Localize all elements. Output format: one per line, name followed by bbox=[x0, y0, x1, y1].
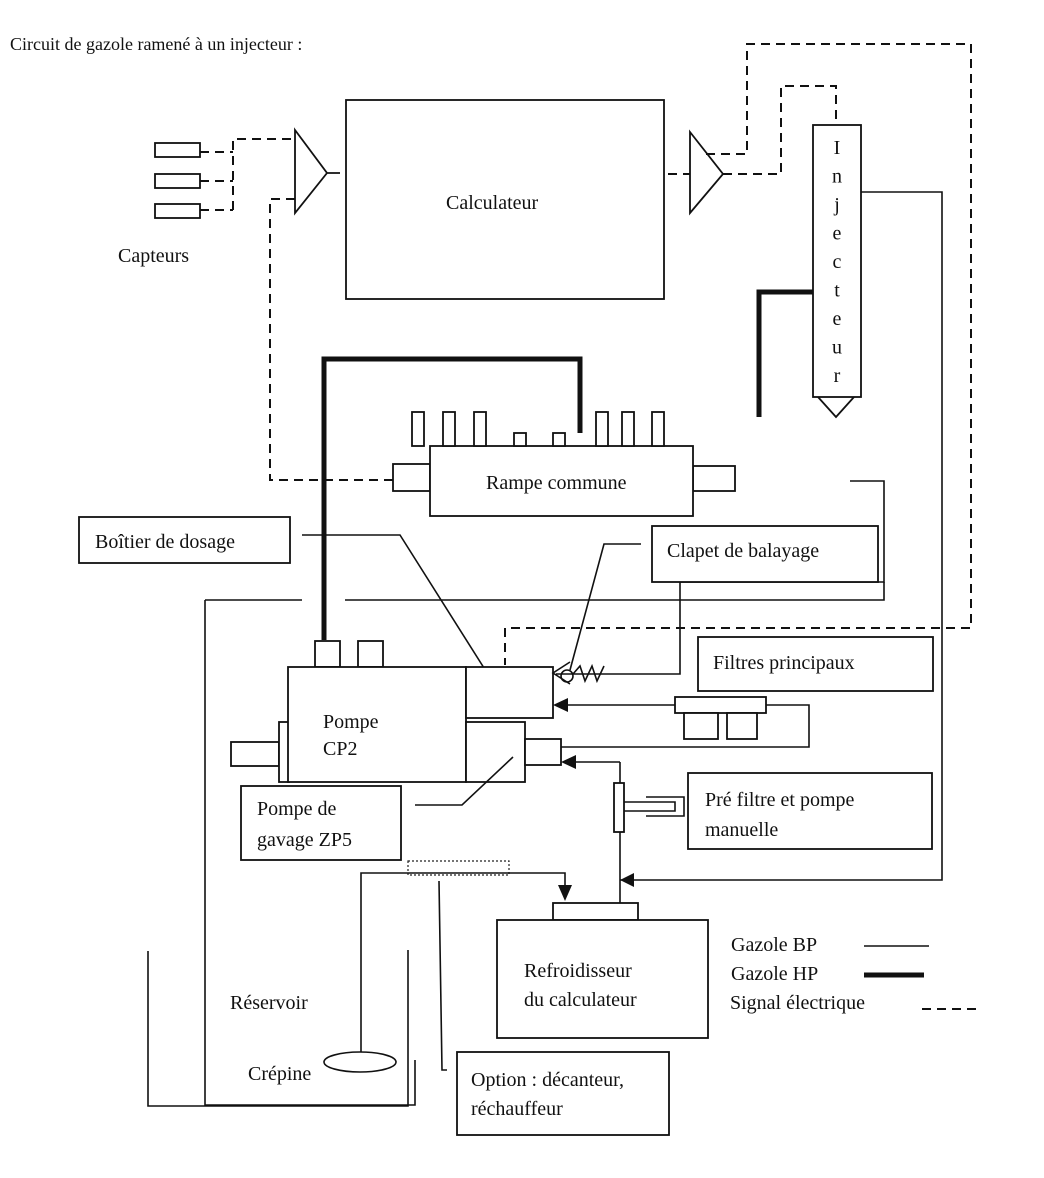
cooler-label-line1: Refroidisseur bbox=[524, 960, 632, 982]
injector-label-letter: c bbox=[833, 251, 842, 273]
ecu-label: Calculateur bbox=[446, 192, 539, 214]
feed-to-filter-line bbox=[561, 704, 810, 748]
scavenging-valve-label: Clapet de balayage bbox=[667, 540, 819, 562]
main-filter-head bbox=[674, 696, 767, 714]
pump-label-line2: CP2 bbox=[323, 738, 357, 760]
input-amplifier-icon bbox=[294, 127, 340, 216]
injector-label-letter: e bbox=[833, 223, 842, 245]
metering-unit-leader-line bbox=[302, 534, 497, 688]
pump-port bbox=[357, 640, 384, 668]
cooler-inlet bbox=[552, 902, 639, 921]
feed-pump-label-line2: gavage ZP5 bbox=[257, 829, 352, 851]
rail-pressure-sensor bbox=[552, 432, 566, 447]
prefilter-label-box bbox=[687, 772, 933, 850]
sensor-3 bbox=[154, 203, 201, 219]
legend-label-electric: Signal électrique bbox=[730, 992, 865, 1014]
hand-pump-icon bbox=[624, 796, 685, 817]
rail-outlet bbox=[411, 411, 425, 447]
option-label-line1: Option : décanteur, bbox=[471, 1069, 624, 1091]
common-rail: Rampe commune bbox=[392, 411, 736, 517]
prefilter-label-line2: manuelle bbox=[705, 819, 778, 841]
cooler-box bbox=[496, 919, 709, 1039]
feed-arrow-icon bbox=[561, 755, 576, 769]
option-label-line2: réchauffeur bbox=[471, 1098, 563, 1120]
hp-line-pump-to-rail bbox=[321, 356, 583, 640]
cooler-label-line2: du calculateur bbox=[524, 989, 637, 1011]
main-filters-label: Filtres principaux bbox=[713, 652, 855, 674]
option-leader-line bbox=[438, 880, 447, 1071]
metering-unit-label: Boîtier de dosage bbox=[95, 531, 235, 553]
hp-pump-cp2: Pompe CP2 bbox=[204, 582, 885, 1106]
tank-label: Réservoir bbox=[230, 992, 308, 1014]
feed-pump-inlet bbox=[524, 738, 562, 766]
injector-label-letter: e bbox=[833, 308, 842, 330]
rail-outlet bbox=[473, 411, 487, 447]
pump-hp-outlet bbox=[314, 640, 341, 668]
injector-label-letter: r bbox=[834, 365, 841, 387]
rail-outlet bbox=[651, 411, 665, 447]
sensors-label: Capteurs bbox=[118, 245, 189, 267]
prefilter-body bbox=[613, 782, 625, 833]
injector-command-line bbox=[723, 85, 837, 175]
tank-suction-line bbox=[360, 872, 566, 1052]
pump-drive-shaft bbox=[230, 741, 280, 767]
feed-pump-label-box bbox=[240, 785, 402, 861]
injector-nozzle-icon bbox=[817, 396, 855, 419]
strainer-label: Crépine bbox=[248, 1063, 311, 1085]
pump-label-line1: Pompe bbox=[323, 711, 379, 733]
sensor-1 bbox=[154, 142, 201, 158]
pump-leak-return-line bbox=[205, 582, 885, 601]
return-arrow-icon bbox=[620, 873, 634, 887]
ecu-box bbox=[345, 99, 665, 300]
injector-label-letter: t bbox=[834, 280, 840, 302]
rail-sensor-signal-line bbox=[269, 198, 395, 481]
tank-outline bbox=[147, 950, 409, 1107]
main-filters-label-box bbox=[697, 636, 934, 692]
injector-body bbox=[812, 124, 862, 398]
option-label-box bbox=[456, 1051, 670, 1136]
sensor-2 bbox=[154, 173, 201, 189]
diagram-title: Circuit de gazole ramené à un injecteur … bbox=[10, 34, 302, 54]
strainer-icon bbox=[323, 1051, 397, 1073]
injector-return-line bbox=[620, 191, 943, 881]
main-filter bbox=[553, 696, 810, 748]
rail-inlet bbox=[513, 432, 527, 447]
rail-outlet bbox=[621, 411, 635, 447]
rail-left-port bbox=[392, 463, 431, 492]
injector-label-letter: u bbox=[832, 337, 842, 359]
rail-label: Rampe commune bbox=[486, 472, 627, 494]
rail-outlet bbox=[442, 411, 456, 447]
prefilter-hand-pump bbox=[561, 755, 685, 905]
feed-pump-leader-line bbox=[415, 756, 514, 806]
filter-arrow-icon bbox=[553, 698, 568, 712]
tank-return-line bbox=[204, 600, 416, 1106]
option-device-box bbox=[407, 860, 510, 876]
scavenging-valve-icon bbox=[551, 661, 605, 685]
metering-unit-box bbox=[465, 666, 554, 719]
rail-body bbox=[429, 445, 694, 517]
suction-arrow-icon bbox=[558, 885, 572, 901]
metering-unit-label-box bbox=[78, 516, 291, 564]
output-amplifier-icon bbox=[689, 129, 725, 216]
feed-pump-label-line1: Pompe de bbox=[257, 798, 337, 820]
sensors: Capteurs bbox=[118, 138, 295, 267]
legend-label-hp: Gazole HP bbox=[731, 963, 818, 985]
legend-label-bp: Gazole BP bbox=[731, 934, 817, 956]
main-filter-cartridge-2 bbox=[726, 712, 758, 740]
rail-right-port bbox=[692, 465, 736, 492]
main-filter-cartridge-1 bbox=[683, 712, 719, 740]
legend: Gazole BP Gazole HP Signal électrique bbox=[730, 934, 976, 1014]
injector-label-letter: I bbox=[834, 137, 841, 159]
hp-line-rail-to-injector bbox=[756, 289, 813, 417]
injector-label-letter: j bbox=[833, 194, 840, 216]
scavenging-valve-leader-line bbox=[569, 543, 641, 671]
scavenging-valve-label-box bbox=[651, 525, 879, 583]
pump-body bbox=[287, 666, 467, 783]
injector-label-letter: n bbox=[832, 166, 842, 188]
rail-outlet bbox=[595, 411, 609, 447]
metering-unit-signal-line bbox=[504, 43, 972, 665]
sensor-signal-lines bbox=[200, 138, 295, 211]
prefilter-label-line1: Pré filtre et pompe bbox=[705, 789, 855, 811]
